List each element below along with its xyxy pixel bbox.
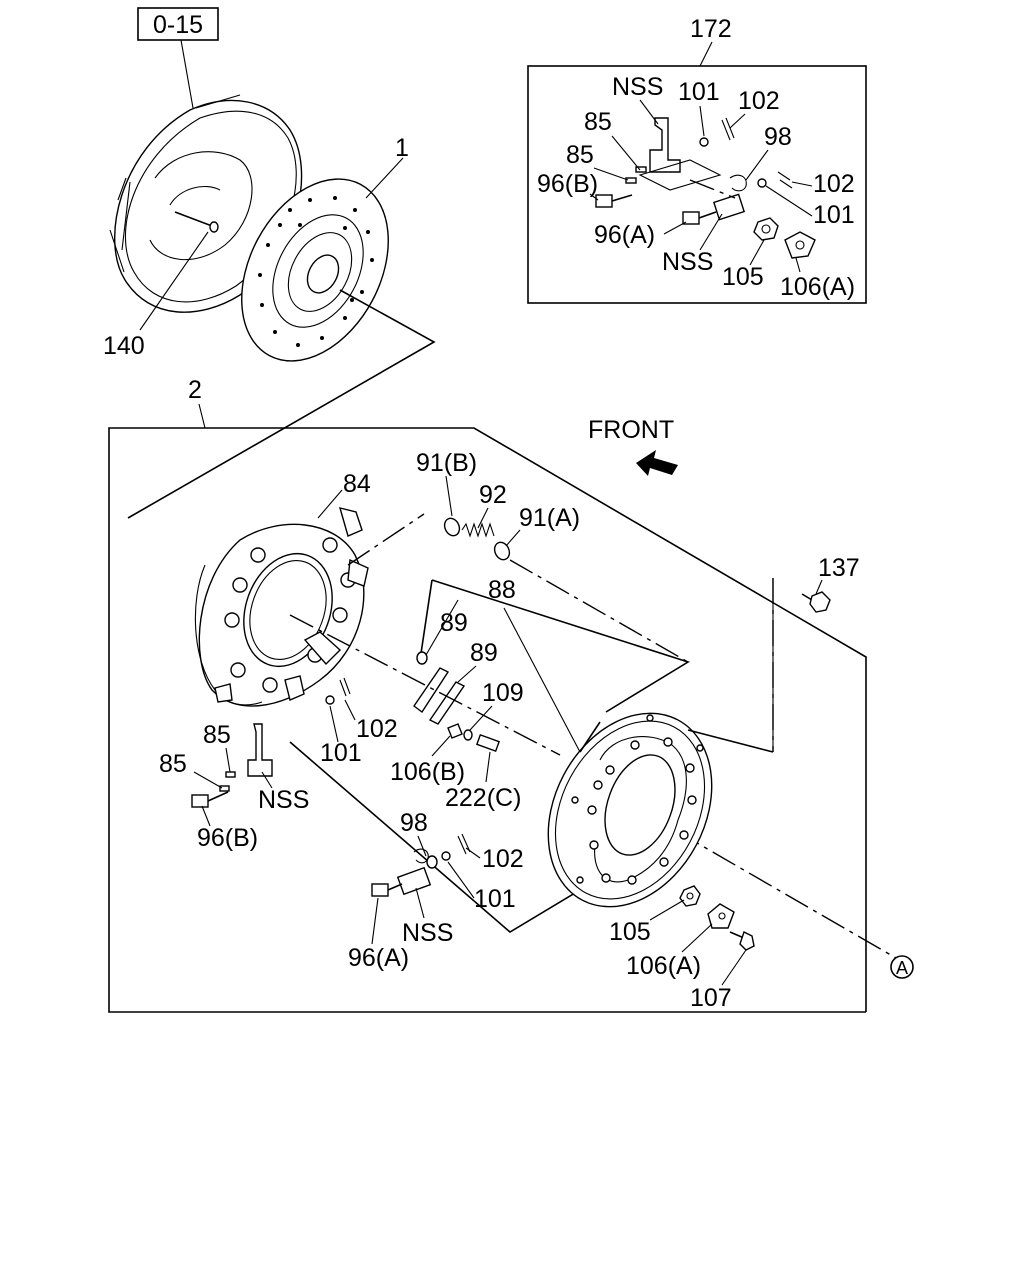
part-label-l107: 107 [690,984,732,1012]
nss-clevis-lower [371,833,471,897]
part-label-in_85a: 85 [584,108,612,136]
part-label-l101a: 101 [320,739,362,767]
part-label-in_96a: 96(A) [594,221,655,249]
spring-assembly [443,517,511,561]
part-label-l88: 88 [488,576,516,604]
part-label-in_102b: 102 [813,170,855,198]
part-label-in_85b: 85 [566,141,594,169]
part-label-l109: 109 [482,679,524,707]
part-label-l91b: 91(B) [416,449,477,477]
part-label-l101b: 101 [474,885,516,913]
inset-parts [595,117,816,259]
callout-a-label: A [896,958,908,978]
inset-box [527,65,867,304]
reference-box-label: 0-15 [153,11,203,39]
part-label-lnss1: NSS [258,786,309,814]
part-label-l92: 92 [479,481,507,509]
callout-circle-icon: A [890,955,914,979]
pressure-plate [547,712,713,908]
nss-lever-left [191,723,273,808]
reference-box: 0-15 [137,7,219,41]
label-2: 2 [188,376,202,404]
part-label-l222c: 222(C) [445,784,521,812]
part-label-in_101a: 101 [678,78,720,106]
part-label-l96a1: 96(A) [348,944,409,972]
front-arrow-icon [636,450,678,476]
clutch-disc [241,178,389,362]
part-label-l98a: 98 [400,809,428,837]
front-label: FRONT [588,416,674,444]
part-label-in_98: 98 [764,123,792,151]
part-label-in_101b: 101 [813,201,855,229]
fasteners-lower-right [679,885,755,951]
part-label-in_nss1: NSS [612,73,663,101]
straps [413,651,466,725]
label-1: 1 [395,134,409,162]
bolt-222c [447,723,501,753]
bolt-137 [801,591,831,613]
part-label-l102a: 102 [356,715,398,743]
part-label-l85b: 85 [159,750,187,778]
part-label-in_96b: 96(B) [537,170,598,198]
part-label-in_nss2: NSS [662,248,713,276]
part-label-l106a1: 106(A) [626,952,701,980]
part-label-l106b: 106(B) [390,758,465,786]
part-label-l137: 137 [818,554,860,582]
part-label-l91a: 91(A) [519,504,580,532]
label-140: 140 [103,332,145,360]
part-label-in_105: 105 [722,263,764,291]
assembly-frame [108,427,867,1013]
part-label-in_102a: 102 [738,87,780,115]
part-label-in_106a: 106(A) [780,273,855,301]
part-label-l85a: 85 [203,721,231,749]
part-label-l96b1: 96(B) [197,824,258,852]
label-172: 172 [690,15,732,43]
part-label-l89b: 89 [470,639,498,667]
part-label-lnss2: NSS [402,919,453,947]
clutch-cover [194,507,369,707]
label-84: 84 [343,470,371,498]
part-label-l105a: 105 [609,918,651,946]
part-label-l102b: 102 [482,845,524,873]
